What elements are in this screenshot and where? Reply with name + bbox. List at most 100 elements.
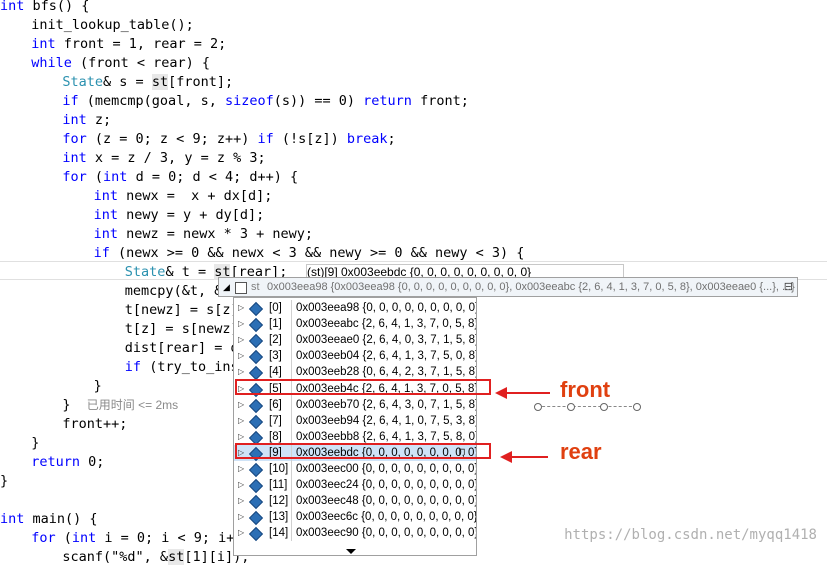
code-token: if xyxy=(257,131,274,147)
datatip-row[interactable]: ▷[14]0x003eec90 {0, 0, 0, 0, 0, 0, 0, 0,… xyxy=(234,525,477,542)
expand-arrow-icon[interactable]: ▷ xyxy=(238,303,245,312)
row-value: 0x003eebb8 {2, 6, 4, 1, 3, 7, 5, 8, 0} xyxy=(296,430,477,443)
datatip-row[interactable]: ▷[7]0x003eeb94 {2, 6, 4, 1, 0, 7, 5, 3, … xyxy=(234,412,476,429)
collapse-arrow-icon[interactable]: ◢ xyxy=(223,282,230,292)
code-token: st xyxy=(151,74,169,90)
code-token: for xyxy=(62,131,87,147)
column-divider xyxy=(291,509,292,526)
code-line: int newy = y + dy[d]; xyxy=(94,206,265,225)
code-token: newy = y + dy[d]; xyxy=(117,207,265,223)
datatip-header[interactable]: ◢ st 0x003eea98 {0x003eea98 {0, 0, 0, 0,… xyxy=(218,277,798,297)
code-token: int xyxy=(71,530,97,546)
code-line: int newz = newx * 3 + newy; xyxy=(94,225,313,244)
datatip-variable-name: st xyxy=(251,281,260,293)
expand-arrow-icon[interactable]: ▷ xyxy=(238,367,245,377)
row-value: 0x003eeb04 {2, 6, 4, 1, 3, 7, 5, 0, 8} xyxy=(296,350,477,363)
pin-icon[interactable]: ⊟ xyxy=(783,281,793,293)
datatip-row[interactable]: ▷[11]0x003eec24 {0, 0, 0, 0, 0, 0, 0, 0,… xyxy=(234,477,476,494)
datatip-row[interactable]: ▷[6]0x003eeb70 {2, 6, 4, 3, 0, 7, 1, 5, … xyxy=(234,396,476,413)
column-divider xyxy=(291,412,292,429)
row-value: 0x003eec90 {0, 0, 0, 0, 0, 0, 0, 0, 0} xyxy=(296,527,477,540)
code-token: t[newz] = s[z] xyxy=(124,302,239,318)
expand-arrow-icon[interactable]: ▷ xyxy=(238,431,245,441)
code-token: i = 0; i < 9; i++ xyxy=(96,530,243,546)
column-divider xyxy=(291,332,292,349)
front-arrow-icon xyxy=(495,387,507,399)
code-token: } xyxy=(0,473,9,489)
code-line: front++; xyxy=(62,415,127,434)
datatip-row[interactable]: ▷[1]0x003eeabc {2, 6, 4, 1, 3, 7, 0, 5, … xyxy=(234,316,476,333)
scroll-down-icon[interactable] xyxy=(346,549,356,554)
code-token: if xyxy=(62,93,79,109)
datatip-row[interactable]: ▷[4]0x003eeb28 {0, 6, 4, 2, 3, 7, 1, 5, … xyxy=(234,364,477,381)
code-token: if xyxy=(124,359,142,375)
row-value: 0x003eeae0 {2, 6, 4, 0, 3, 7, 1, 5, 8} xyxy=(296,334,477,347)
code-token: dist[rear] = d xyxy=(124,340,239,356)
code-token: ( xyxy=(86,169,104,185)
expand-arrow-icon[interactable]: ▷ xyxy=(238,447,245,457)
code-line: } 已用时间 <= 2ms xyxy=(62,396,178,415)
datatip-row[interactable]: ▷[0]0x003eea98 {0, 0, 0, 0, 0, 0, 0, 0, … xyxy=(234,300,476,317)
code-token: if xyxy=(93,245,110,261)
datatip-row[interactable]: ▷[10]0x003eec00 {0, 0, 0, 0, 0, 0, 0, 0,… xyxy=(234,461,477,478)
expand-arrow-icon[interactable]: ▷ xyxy=(238,480,245,490)
struct-icon xyxy=(248,511,264,526)
code-token: (z = 0; z < 9; z++) xyxy=(86,131,258,147)
datatip-row[interactable]: ▷[5]0x003eeb4c {2, 6, 4, 1, 3, 7, 0, 5, … xyxy=(234,380,476,397)
struct-icon xyxy=(248,350,264,365)
expand-arrow-icon[interactable]: ▷ xyxy=(238,319,245,329)
column-divider xyxy=(291,461,292,477)
code-token: for xyxy=(31,530,56,546)
code-token: 已用时间 <= 2ms xyxy=(86,398,179,412)
code-line: State& t = st[rear]; xyxy=(125,263,287,282)
code-line: for (int d = 0; d < 4; d++) { xyxy=(62,168,298,187)
code-line: scanf("%d", &st[1][i]); xyxy=(62,548,249,567)
code-line: t[z] = s[newz] xyxy=(125,320,239,339)
datatip-row[interactable]: ▷[12]0x003eec48 {0, 0, 0, 0, 0, 0, 0, 0,… xyxy=(234,493,476,510)
code-token: ( xyxy=(55,530,72,546)
expand-arrow-icon[interactable]: ▷ xyxy=(238,512,245,522)
struct-icon xyxy=(248,301,264,317)
code-token: return xyxy=(363,93,412,109)
row-pin-icon[interactable]: ⊓ xyxy=(458,446,466,458)
datatip-variable-value: 0x003eea98 {0x003eea98 {0, 0, 0, 0, 0, 0… xyxy=(267,281,795,293)
code-line: init_lookup_table(); xyxy=(31,16,194,35)
struct-icon xyxy=(248,495,264,510)
code-line: if (newx >= 0 && newx < 3 && newy >= 0 &… xyxy=(94,244,525,263)
rear-arrow-icon xyxy=(500,451,512,463)
code-token: (front < rear) { xyxy=(71,55,210,71)
struct-icon xyxy=(248,527,264,542)
expand-arrow-icon[interactable]: ▷ xyxy=(238,528,245,538)
expand-arrow-icon[interactable]: ▷ xyxy=(238,335,245,345)
datatip-row[interactable]: ▷[13]0x003eec6c {0, 0, 0, 0, 0, 0, 0, 0,… xyxy=(234,509,476,526)
expand-arrow-icon[interactable]: ▷ xyxy=(238,415,245,425)
datatip-row[interactable]: ▷ [2] 0x003eeae0 {2, 6, 4, 0, 3, 7, 1, 5, … xyxy=(234,332,477,349)
code-line: int newx = x + dx[d]; xyxy=(94,187,273,206)
row-value: 0x003eec00 {0, 0, 0, 0, 0, 0, 0, 0, 0} xyxy=(296,463,477,475)
expand-arrow-icon[interactable]: ▷ xyxy=(238,351,245,361)
code-token: main() { xyxy=(24,511,98,527)
column-divider xyxy=(291,525,292,542)
row-index: [2] xyxy=(269,334,282,347)
datatip-expanded-list[interactable]: ▷[0]0x003eea98 {0, 0, 0, 0, 0, 0, 0, 0, … xyxy=(233,297,477,556)
expand-arrow-icon[interactable]: ▷ xyxy=(238,464,245,473)
code-token: break xyxy=(346,131,388,147)
code-token: (!s[z]) xyxy=(273,131,347,147)
row-value: 0x003eebdc {0, 0, 0, 0, 0, 0, 0, 0, 0} xyxy=(296,446,477,459)
expand-arrow-icon[interactable]: ▷ xyxy=(238,399,245,409)
datatip-row[interactable]: ▷[8]0x003eebb8 {2, 6, 4, 1, 3, 7, 5, 8, … xyxy=(234,428,477,445)
row-index: [6] xyxy=(269,398,282,411)
code-token: int xyxy=(62,150,87,166)
code-token: x = z / 3, y = z % 3; xyxy=(86,150,266,166)
row-value: 0x003eeb28 {0, 6, 4, 2, 3, 7, 1, 5, 8} xyxy=(296,366,477,379)
variable-icon xyxy=(235,282,247,294)
expand-arrow-icon[interactable]: ▷ xyxy=(238,496,245,506)
datatip-row[interactable]: ▷ [3] 0x003eeb04 {2, 6, 4, 1, 3, 7, 5, 0, … xyxy=(234,348,477,365)
front-annotation: front xyxy=(560,377,611,402)
code-token: (s)) == 0) xyxy=(273,93,364,109)
code-token: int xyxy=(93,207,118,223)
column-divider xyxy=(291,444,292,461)
row-index: [3] xyxy=(269,350,282,363)
expand-arrow-icon[interactable]: ▷ xyxy=(238,383,245,393)
